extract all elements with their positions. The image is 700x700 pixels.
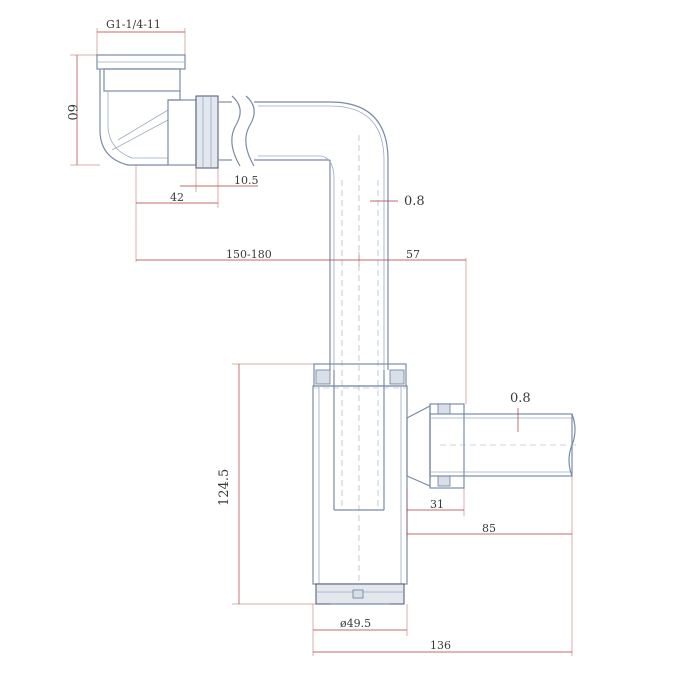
width-136-label: 136	[430, 639, 451, 652]
outlet-85-label: 85	[482, 522, 496, 535]
offset-42-label: 42	[170, 191, 184, 204]
dip-tube	[321, 101, 389, 600]
inlet-nut	[195, 95, 219, 169]
drain-plug	[352, 589, 364, 599]
dip-tube-outer	[329, 101, 389, 370]
nut-10-5-label: 10.5	[234, 174, 259, 187]
dia-49-5-label: ø49.5	[340, 617, 371, 630]
bottle-outer-wall	[312, 385, 408, 585]
dimensions	[70, 28, 573, 656]
bottle-body	[312, 363, 408, 605]
range-150-180-label: 150-180	[226, 248, 272, 261]
outlet	[406, 403, 580, 489]
outlet-nut	[429, 403, 465, 489]
cap-seal-left	[315, 369, 331, 385]
horizontal-arm	[218, 95, 330, 167]
outlet-adapter	[406, 405, 431, 487]
outlet-31-label: 31	[430, 498, 444, 511]
offset-57-label: 57	[406, 248, 420, 261]
elbow-neck	[103, 68, 181, 92]
wall-0-8-top-label: 0.8	[404, 194, 425, 209]
inlet-elbow	[96, 54, 219, 169]
thread-label: G1-1/4-11	[106, 18, 161, 31]
height-60-label: 60	[64, 104, 79, 121]
elbow-outer-wall	[99, 69, 168, 166]
height-124-5-label: 124.5	[217, 469, 232, 506]
wall-0-8-outlet-label: 0.8	[510, 391, 531, 406]
cap-seal-right	[389, 369, 405, 385]
inlet-spigot	[167, 99, 197, 166]
